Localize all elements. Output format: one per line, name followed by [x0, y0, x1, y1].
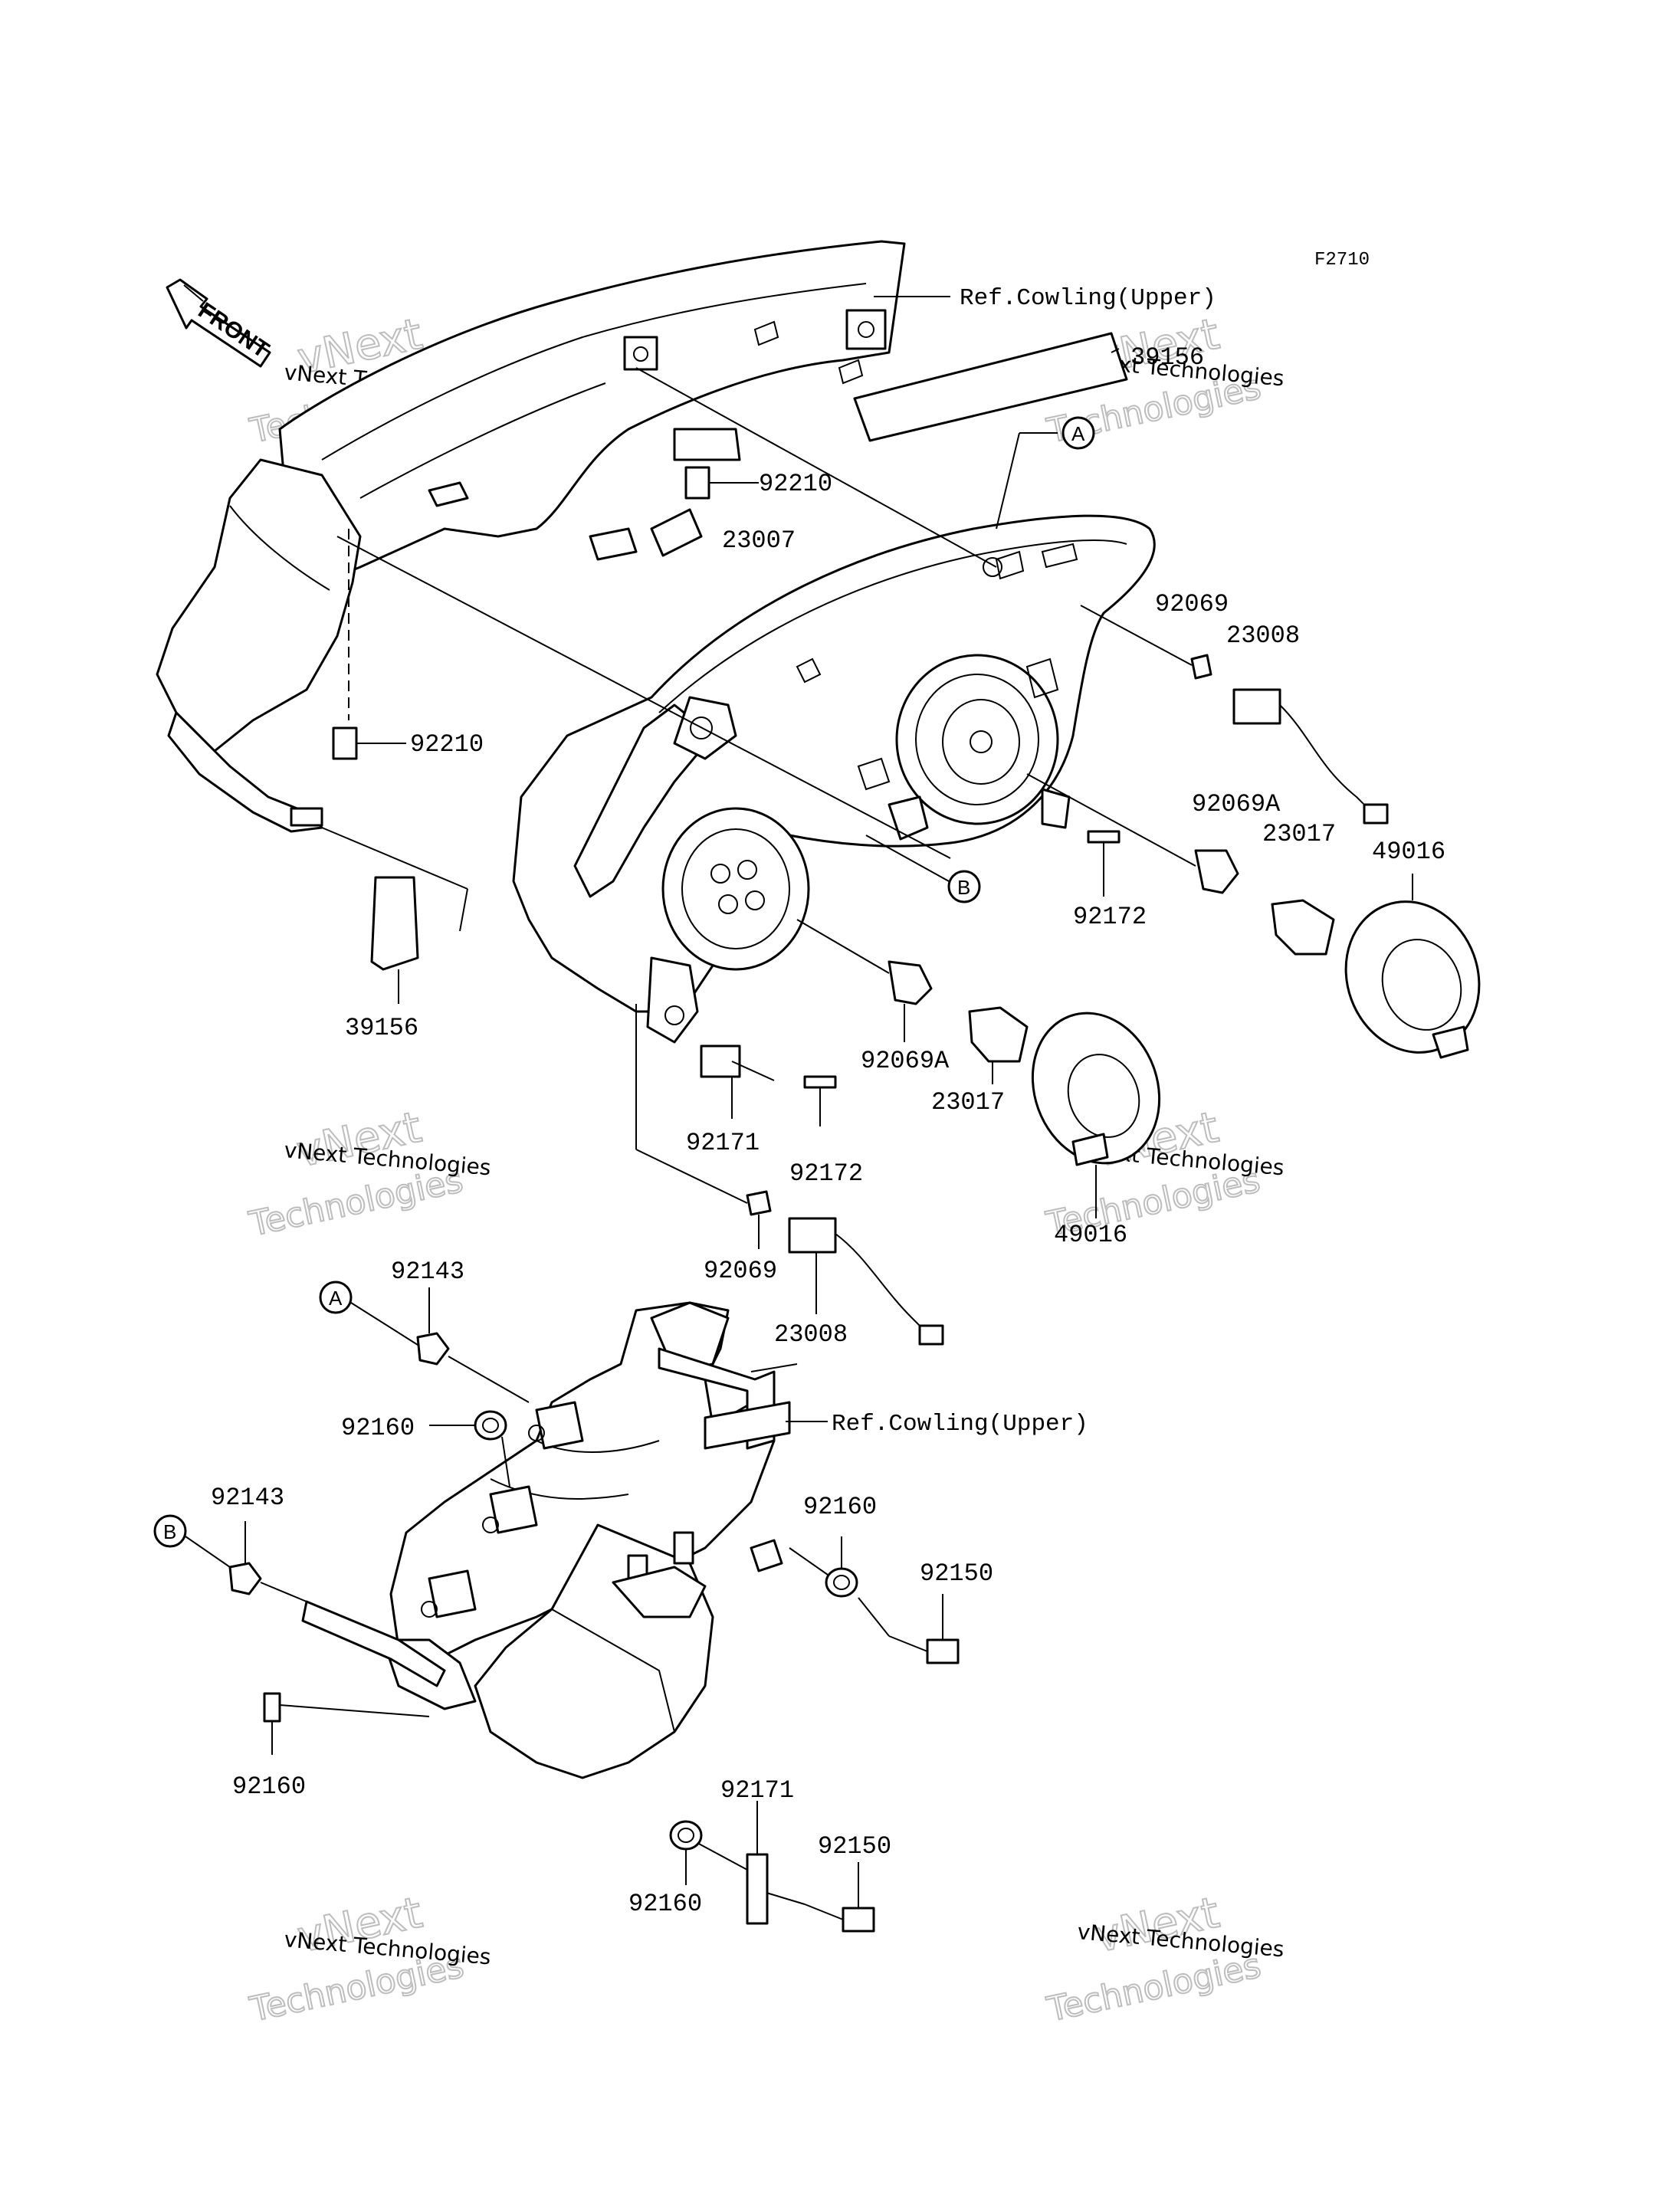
ref-circle-a-top-label: A	[1071, 422, 1085, 445]
bolt-92150-lower	[766, 1862, 875, 1933]
nut-92143-left	[228, 1521, 307, 1602]
clip-92210-left	[332, 529, 406, 760]
bracket-92171-lower	[746, 1801, 769, 1925]
label-39156-left: 39156	[345, 1014, 418, 1042]
label-92171-upper: 92171	[686, 1129, 760, 1157]
label-92172-right: 92172	[1073, 903, 1147, 931]
diagram-code: F2710	[1314, 250, 1370, 271]
label-92160-bottom: 92160	[628, 1890, 702, 1918]
ref-circle-a-top	[1061, 416, 1095, 450]
label-92210-top: 92210	[759, 470, 832, 498]
grommet-92160-right	[789, 1536, 858, 1598]
label-49016-center: 49016	[1054, 1221, 1127, 1249]
grommet-92160-upper	[429, 1410, 510, 1487]
label-23017-center: 23017	[931, 1088, 1005, 1117]
ref-circle-b-mid	[947, 870, 981, 903]
label-92172-center: 92172	[789, 1159, 863, 1188]
ref-circle-b-bottom-label: B	[163, 1520, 176, 1543]
upper-cowling-illustration	[156, 240, 906, 833]
socket-23017-center	[968, 1006, 1029, 1084]
label-39156-top: 39156	[1130, 343, 1204, 372]
nut-92143-top	[416, 1287, 530, 1403]
svg-text:Technologies: Technologies	[1043, 1946, 1264, 2030]
socket-23008-center	[788, 1217, 944, 1346]
socket-23008-right	[1232, 688, 1389, 825]
label-92160-left: 92160	[232, 1772, 306, 1801]
socket-23017-right	[1271, 899, 1335, 956]
screw-92172-right	[1087, 830, 1121, 897]
bolt-92150-upper	[858, 1594, 960, 1664]
front-arrow-icon: FRONT	[166, 278, 274, 368]
tape-39156-left	[370, 876, 419, 1004]
ref-cowling-upper-top: Ref.Cowling(Upper)	[960, 285, 1216, 312]
label-92150-upper: 92150	[920, 1559, 993, 1588]
bulb-92069A-center	[796, 919, 933, 1042]
label-92143-top: 92143	[391, 1258, 464, 1286]
headlight-bracket	[301, 1301, 798, 1779]
bulb-92069A-right	[1026, 773, 1239, 894]
label-92160-upper: 92160	[341, 1414, 415, 1442]
ref-circle-b-mid-label: B	[957, 876, 970, 899]
cowling-connector	[290, 807, 323, 827]
label-92069-center: 92069	[704, 1257, 777, 1285]
label-92069-right: 92069	[1155, 590, 1229, 618]
ref-circle-b-bottom	[153, 1514, 187, 1548]
label-92171-lower: 92171	[720, 1776, 794, 1805]
ref-circle-a-bottom	[319, 1280, 353, 1314]
label-23007: 23007	[722, 526, 796, 555]
bulb-92069-center	[635, 1004, 772, 1249]
grommet-92160-bottom	[669, 1820, 748, 1885]
headlight-assembly-23007	[512, 514, 1156, 1044]
bracket-92171-upper	[700, 1044, 775, 1119]
label-23008-right: 23008	[1226, 621, 1300, 650]
label-23008-center: 23008	[774, 1320, 848, 1349]
label-92150-lower: 92150	[818, 1832, 891, 1861]
bracket-adjusters	[612, 1531, 707, 1618]
ref-circle-a-bottom-label: A	[329, 1287, 343, 1310]
label-92069A-right: 92069A	[1192, 790, 1281, 818]
label-92143-left: 92143	[211, 1484, 284, 1512]
clip-92210-top	[684, 466, 759, 500]
label-92210-left: 92210	[410, 730, 484, 759]
cap-49016-center	[1031, 1012, 1161, 1218]
label-92069A-center: 92069A	[861, 1047, 950, 1075]
screw-92172-center	[803, 1075, 837, 1126]
cap-49016-right	[1344, 874, 1481, 1059]
bulb-92069-right	[1080, 605, 1212, 680]
grommet-92160-left	[263, 1692, 430, 1755]
label-92160-right: 92160	[803, 1493, 877, 1521]
label-49016-right: 49016	[1372, 838, 1445, 866]
ref-cowling-upper-bottom: Ref.Cowling(Upper)	[832, 1411, 1088, 1438]
label-23017-right: 23017	[1262, 820, 1336, 848]
tape-39156-top	[853, 332, 1128, 442]
